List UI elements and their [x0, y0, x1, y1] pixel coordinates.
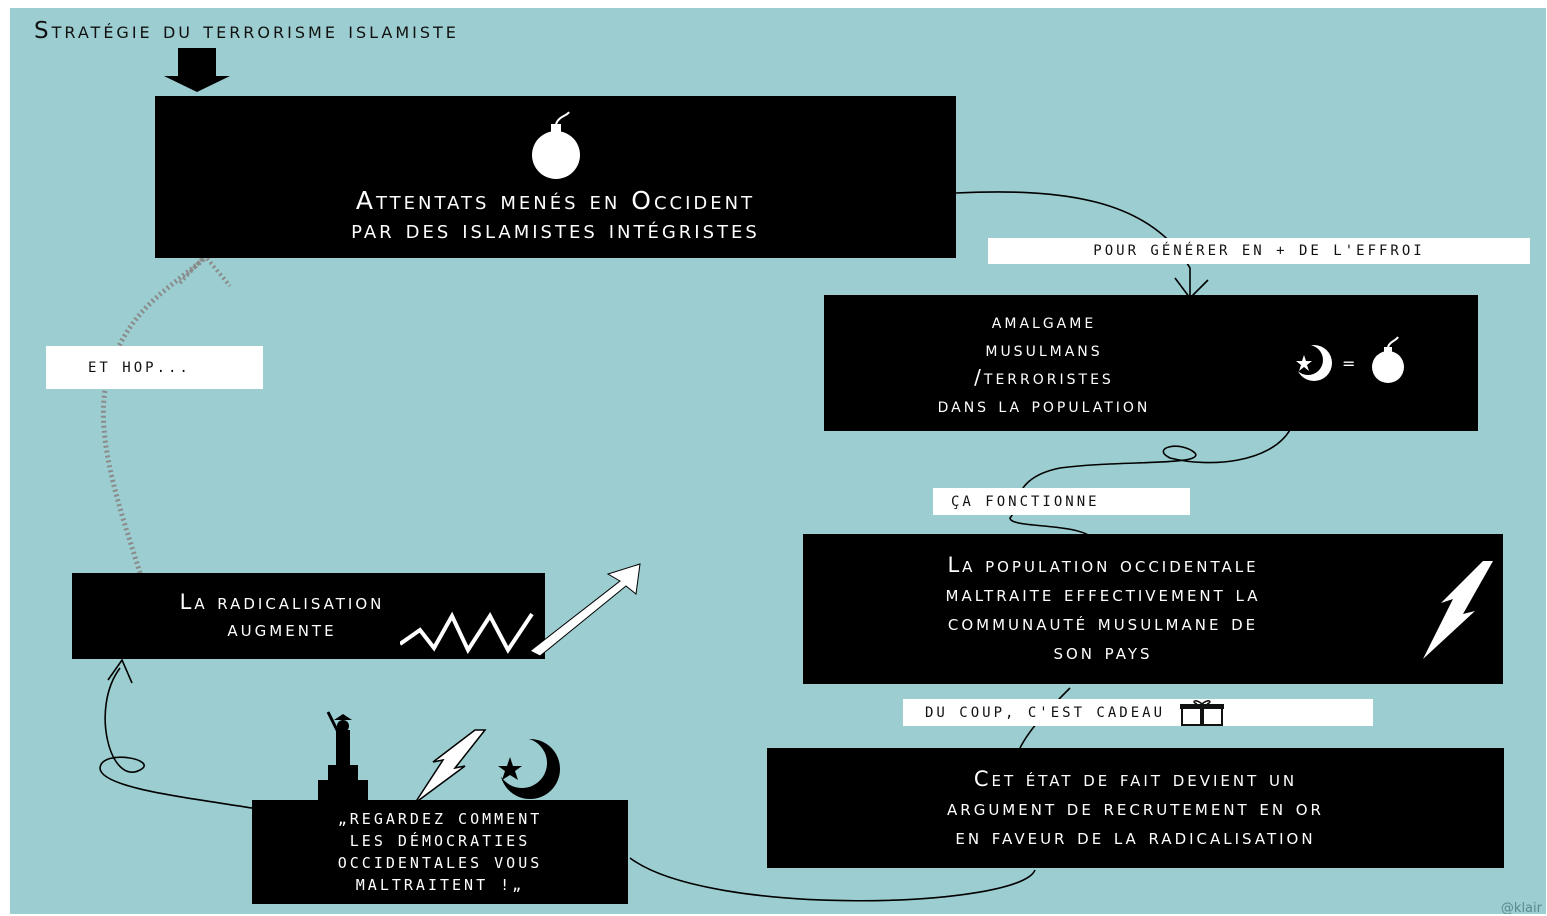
svg-text:=: = — [1342, 354, 1358, 373]
diagram-title: Stratégie du terrorisme islamiste — [34, 18, 459, 44]
amalgame-line-1: amalgame — [991, 309, 1097, 333]
crescent-star-icon — [1293, 345, 1332, 381]
population-line-2: maltraite effectivement la — [945, 582, 1261, 606]
population-line-3: communauté musulmane de — [947, 611, 1259, 635]
argument-line-2: argument de recrutement en or — [947, 795, 1324, 820]
regardez-line-4: maltraitent !„ — [355, 876, 525, 894]
statue-of-liberty-icon — [318, 711, 368, 800]
regardez-line-3: occidentales vous — [337, 854, 543, 872]
lightning-small-icon — [414, 729, 487, 804]
box-population: La population occidentale maltraite effe… — [803, 534, 1503, 684]
argument-line-3: en faveur de la radicalisation — [955, 824, 1316, 849]
argument-line-1: Cet état de fait devient un — [973, 766, 1298, 791]
regardez-line-2: les démocraties — [349, 832, 531, 850]
label-cadeau-text: du coup, c'est cadeau — [925, 704, 1166, 721]
amalgame-line-3: /terroristes — [974, 365, 1114, 389]
population-line-1: La population occidentale — [947, 553, 1259, 577]
connector-radicalisation-attentats — [101, 256, 207, 574]
regardez-line-1: „Regardez comment — [337, 810, 543, 828]
equation-icon: = — [1293, 336, 1404, 383]
connector-amalgame-population — [1009, 429, 1291, 537]
connector-argument-regardez — [629, 857, 1036, 902]
box-attentats: Attentats menés en Occident par des isla… — [155, 96, 956, 258]
label-hop: et hop... — [46, 346, 263, 389]
amalgame-line-2: musulmans — [985, 337, 1103, 361]
attentats-line-2: par des islamistes intégristes — [351, 215, 760, 244]
arrowhead-radicalisation — [107, 658, 133, 684]
label-fonctionne: ça fonctionne — [933, 488, 1190, 515]
radicalisation-line-1: La radicalisation — [179, 590, 385, 614]
bomb-icon — [531, 111, 580, 179]
attentats-line-1: Attentats menés en Occident — [355, 186, 756, 215]
population-line-4: son pays — [1053, 640, 1153, 664]
bomb-small-icon — [1372, 336, 1404, 383]
connector-regardez-radicalisation — [99, 667, 253, 809]
credit: @klair — [1500, 901, 1542, 914]
box-argument: Cet état de fait devient un argument de … — [767, 748, 1504, 868]
diagram-canvas: Stratégie du terrorisme islamiste Attent… — [10, 8, 1546, 914]
box-amalgame: amalgame musulmans /terroristes dans la … — [824, 295, 1478, 431]
label-effroi: pour générer en + de l'effroi — [988, 238, 1530, 264]
box-regardez: „Regardez comment les démocraties occide… — [252, 800, 628, 904]
rising-arrow-icon — [400, 563, 641, 657]
amalgame-line-4: dans la population — [937, 393, 1151, 417]
lightning-icon — [1423, 561, 1493, 659]
gift-icon — [1180, 699, 1225, 726]
label-cadeau: du coup, c'est cadeau — [903, 699, 1373, 726]
radicalisation-line-2: augmente — [227, 617, 337, 641]
crescent-star-small-icon — [497, 738, 560, 799]
start-arrow — [164, 48, 230, 92]
